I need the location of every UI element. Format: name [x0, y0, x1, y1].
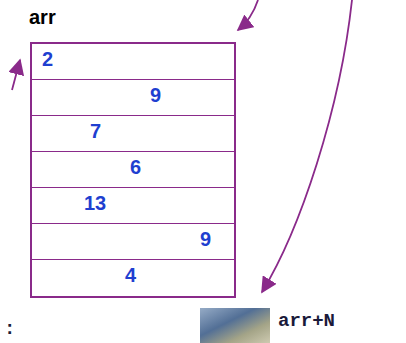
array-cell: 7: [32, 116, 234, 152]
pointer-arrow: [262, 0, 352, 292]
array-cell: 9: [32, 80, 234, 116]
cell-value: 7: [90, 121, 101, 141]
cell-value: 6: [130, 157, 141, 177]
array-cell: 9: [32, 224, 234, 260]
array-cell: 4: [32, 260, 234, 296]
pointer-arrow: [238, 0, 258, 30]
end-pointer-label: arr+N: [278, 310, 335, 332]
array-cell: 2: [32, 44, 234, 80]
pointer-arrow: [12, 60, 20, 90]
cell-value: 13: [84, 193, 106, 213]
array-cell: 13: [32, 188, 234, 224]
array-box: arr29761394: [30, 42, 236, 298]
cropped-mark: :: [4, 318, 15, 340]
cell-value: 9: [150, 85, 161, 105]
array-name: arr: [29, 6, 56, 28]
cell-value: 2: [42, 49, 53, 69]
cropped-picture: [200, 308, 270, 343]
cell-value: 9: [200, 229, 211, 249]
cell-value: 4: [125, 265, 136, 285]
array-cell: 6: [32, 152, 234, 188]
